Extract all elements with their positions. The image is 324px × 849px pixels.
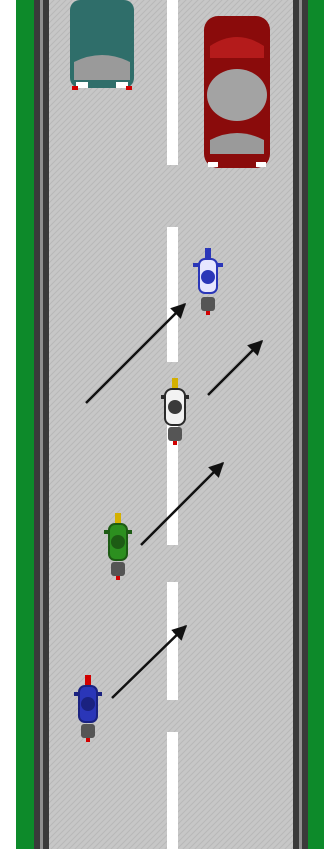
left-curb-line — [40, 0, 43, 849]
right-curb-inner — [293, 0, 299, 849]
lane-dash — [167, 227, 178, 362]
right-curb-line — [299, 0, 302, 849]
left-curb-inner — [43, 0, 49, 849]
red-car-icon — [204, 16, 270, 168]
lane-dash — [167, 732, 178, 849]
teal-car-icon — [70, 0, 134, 90]
lane-dash — [167, 0, 178, 165]
right-curb — [302, 0, 308, 849]
left-curb — [34, 0, 40, 849]
right-grass — [308, 0, 324, 849]
lane-dash — [167, 582, 178, 700]
left-grass — [16, 0, 34, 849]
